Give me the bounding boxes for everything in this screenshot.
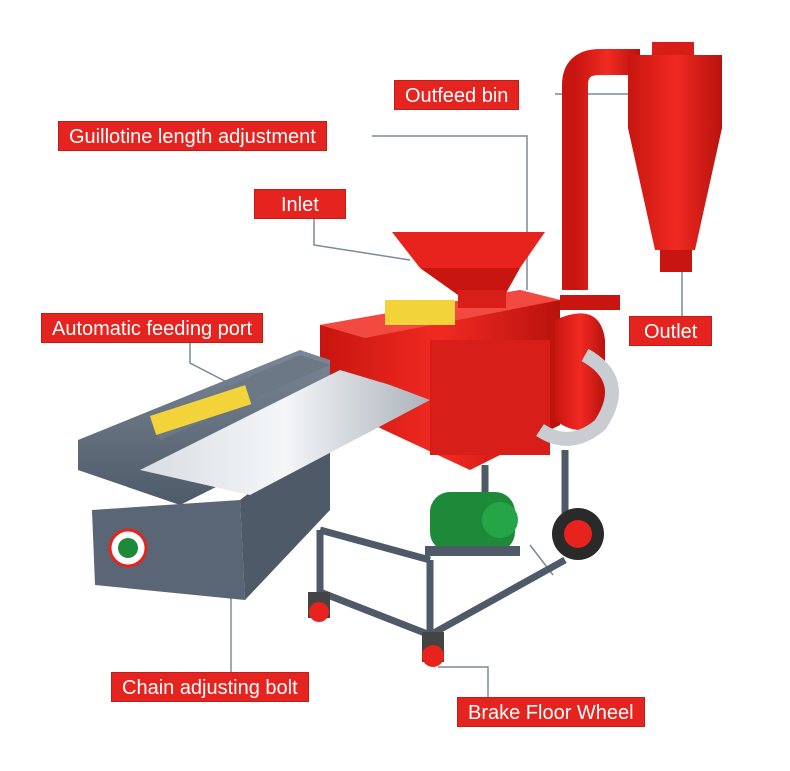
hopper (392, 232, 545, 308)
motor (425, 492, 520, 556)
label-outfeed-bin: Outfeed bin (394, 80, 520, 110)
label-chain-adjusting-bolt: Chain adjusting bolt (111, 672, 309, 702)
leader-inlet (313, 219, 411, 261)
label-inlet: Inlet (254, 189, 346, 219)
label-outlet: Outlet (629, 316, 713, 346)
cyclone (562, 42, 722, 290)
frame (316, 450, 569, 639)
label-guillotine-length-adjustment: Guillotine length adjustment (58, 121, 327, 151)
label-brake-floor-wheel: Brake Floor Wheel (457, 697, 645, 727)
leader-brake (438, 666, 489, 697)
flex-duct (536, 348, 619, 446)
feed-table (78, 350, 430, 600)
label-automatic-feeding-port: Automatic feeding port (41, 313, 264, 343)
wheels (308, 508, 604, 667)
